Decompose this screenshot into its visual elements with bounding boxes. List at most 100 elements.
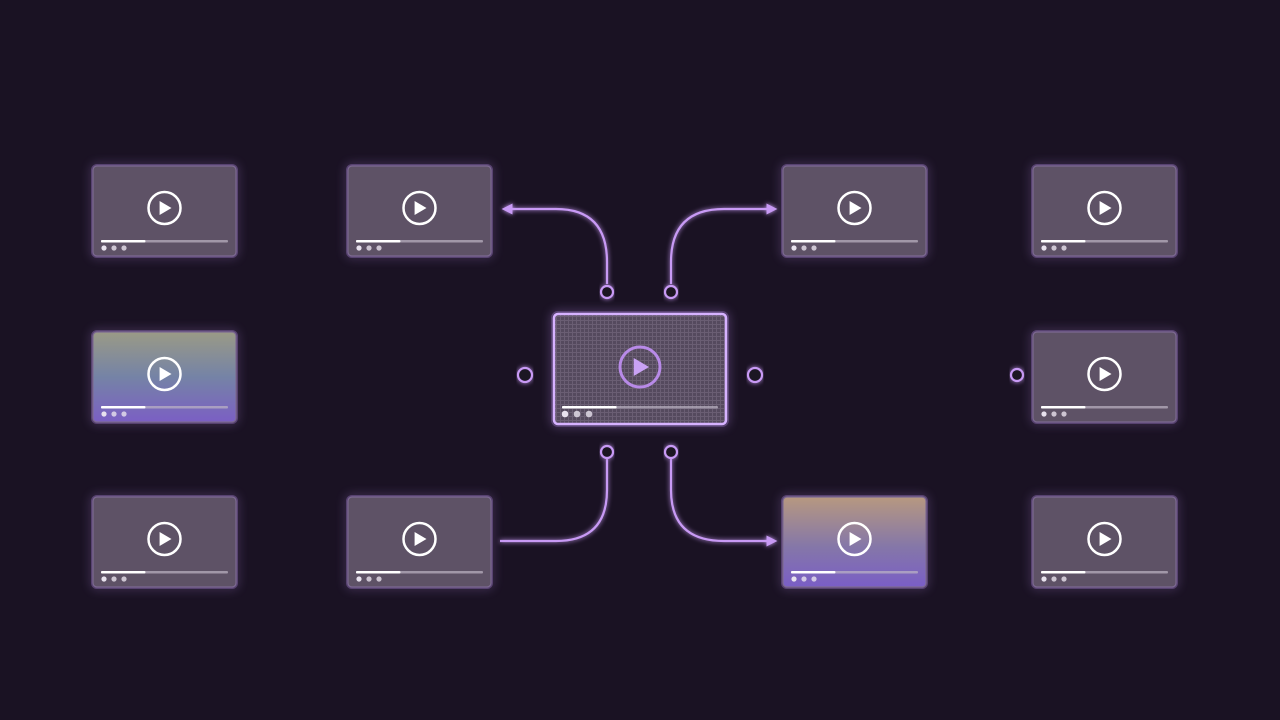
control-dot-icon[interactable]: [366, 245, 372, 251]
play-triangle: [849, 532, 862, 546]
play-triangle: [849, 201, 862, 215]
control-dot-icon[interactable]: [376, 576, 382, 582]
control-dot-icon[interactable]: [1051, 576, 1057, 582]
play-icon[interactable]: [147, 190, 182, 226]
connectors: [246, 203, 1025, 547]
control-dot-icon[interactable]: [801, 576, 807, 582]
connector-bottom-left-2-to-hub: [500, 459, 609, 543]
control-dot-icon[interactable]: [121, 411, 127, 417]
control-dot-icon[interactable]: [1051, 245, 1057, 251]
play-icon[interactable]: [1087, 521, 1122, 557]
progress-fill: [101, 406, 146, 409]
play-circle: [1087, 356, 1122, 392]
play-circle: [402, 190, 437, 226]
progress-fill: [562, 406, 617, 409]
control-dot-icon[interactable]: [356, 245, 362, 251]
play-icon[interactable]: [1087, 190, 1122, 226]
play-triangle: [1099, 532, 1112, 546]
play-circle: [1087, 521, 1122, 557]
play-triangle: [1099, 201, 1112, 215]
control-dot-icon[interactable]: [801, 245, 807, 251]
connector-node-icon: [516, 366, 534, 384]
control-dot-icon[interactable]: [111, 411, 117, 417]
connector-node-icon: [663, 284, 679, 300]
progress-fill: [356, 240, 401, 243]
play-triangle: [414, 532, 427, 546]
video-card-hub[interactable]: [551, 311, 729, 427]
play-circle: [147, 356, 182, 392]
progress-fill: [791, 571, 836, 574]
control-dot-icon[interactable]: [1061, 576, 1067, 582]
connector-hub-to-top-left-2: [501, 203, 609, 284]
play-triangle: [633, 358, 649, 376]
control-dot-icon[interactable]: [101, 411, 107, 417]
video-card-top-left-2[interactable]: [346, 164, 493, 258]
play-triangle: [159, 367, 172, 381]
video-card-top-left-1[interactable]: [91, 164, 238, 258]
play-triangle: [159, 201, 172, 215]
progress-fill: [356, 571, 401, 574]
control-dot-icon[interactable]: [376, 245, 382, 251]
control-dot-icon[interactable]: [1051, 411, 1057, 417]
control-dot-icon[interactable]: [811, 245, 817, 251]
play-circle: [837, 521, 872, 557]
play-icon[interactable]: [1087, 356, 1122, 392]
control-dot-icon[interactable]: [1061, 245, 1067, 251]
play-circle: [1087, 190, 1122, 226]
play-triangle: [159, 532, 172, 546]
control-dot-icon[interactable]: [121, 576, 127, 582]
cards: [91, 164, 1178, 589]
progress-fill: [1041, 406, 1086, 409]
progress-fill: [1041, 240, 1086, 243]
connector-node-icon: [1009, 367, 1025, 383]
control-dot-icon[interactable]: [585, 410, 593, 418]
control-dot-icon[interactable]: [573, 410, 581, 418]
play-triangle: [414, 201, 427, 215]
play-icon[interactable]: [147, 356, 182, 392]
video-card-top-right-1[interactable]: [781, 164, 928, 258]
video-card-bottom-right-2[interactable]: [1031, 495, 1178, 589]
play-icon[interactable]: [837, 190, 872, 226]
control-dot-icon[interactable]: [356, 576, 362, 582]
control-dot-icon[interactable]: [111, 245, 117, 251]
video-card-bottom-left-2[interactable]: [346, 495, 493, 589]
play-triangle: [1099, 367, 1112, 381]
video-card-top-right-2[interactable]: [1031, 164, 1178, 258]
play-icon[interactable]: [147, 521, 182, 557]
play-icon[interactable]: [402, 190, 437, 226]
control-dot-icon[interactable]: [101, 245, 107, 251]
control-dot-icon[interactable]: [1041, 576, 1047, 582]
control-dot-icon[interactable]: [791, 576, 797, 582]
play-circle: [618, 345, 662, 389]
progress-fill: [101, 571, 146, 574]
video-card-bottom-left-1[interactable]: [91, 495, 238, 589]
video-card-mid-right[interactable]: [1031, 330, 1178, 424]
control-dot-icon[interactable]: [561, 410, 569, 418]
control-dot-icon[interactable]: [1061, 411, 1067, 417]
connector-node-icon: [663, 444, 679, 460]
control-dot-icon[interactable]: [111, 576, 117, 582]
control-dot-icon[interactable]: [121, 245, 127, 251]
control-dot-icon[interactable]: [811, 576, 817, 582]
connector-hub-to-bottom-right-1: [669, 459, 778, 547]
connector-hub-to-top-right-1: [669, 203, 778, 284]
play-circle: [837, 190, 872, 226]
progress-fill: [1041, 571, 1086, 574]
play-circle: [147, 190, 182, 226]
progress-fill: [791, 240, 836, 243]
play-circle: [147, 521, 182, 557]
connector-node-icon: [746, 366, 764, 384]
play-icon[interactable]: [837, 521, 872, 557]
connector-node-icon: [599, 284, 615, 300]
play-icon[interactable]: [618, 345, 662, 389]
video-card-mid-left[interactable]: [91, 330, 238, 424]
control-dot-icon[interactable]: [1041, 411, 1047, 417]
control-dot-icon[interactable]: [791, 245, 797, 251]
control-dot-icon[interactable]: [366, 576, 372, 582]
control-dot-icon[interactable]: [101, 576, 107, 582]
video-card-bottom-right-1[interactable]: [781, 495, 928, 589]
play-circle: [402, 521, 437, 557]
control-dot-icon[interactable]: [1041, 245, 1047, 251]
play-icon[interactable]: [402, 521, 437, 557]
